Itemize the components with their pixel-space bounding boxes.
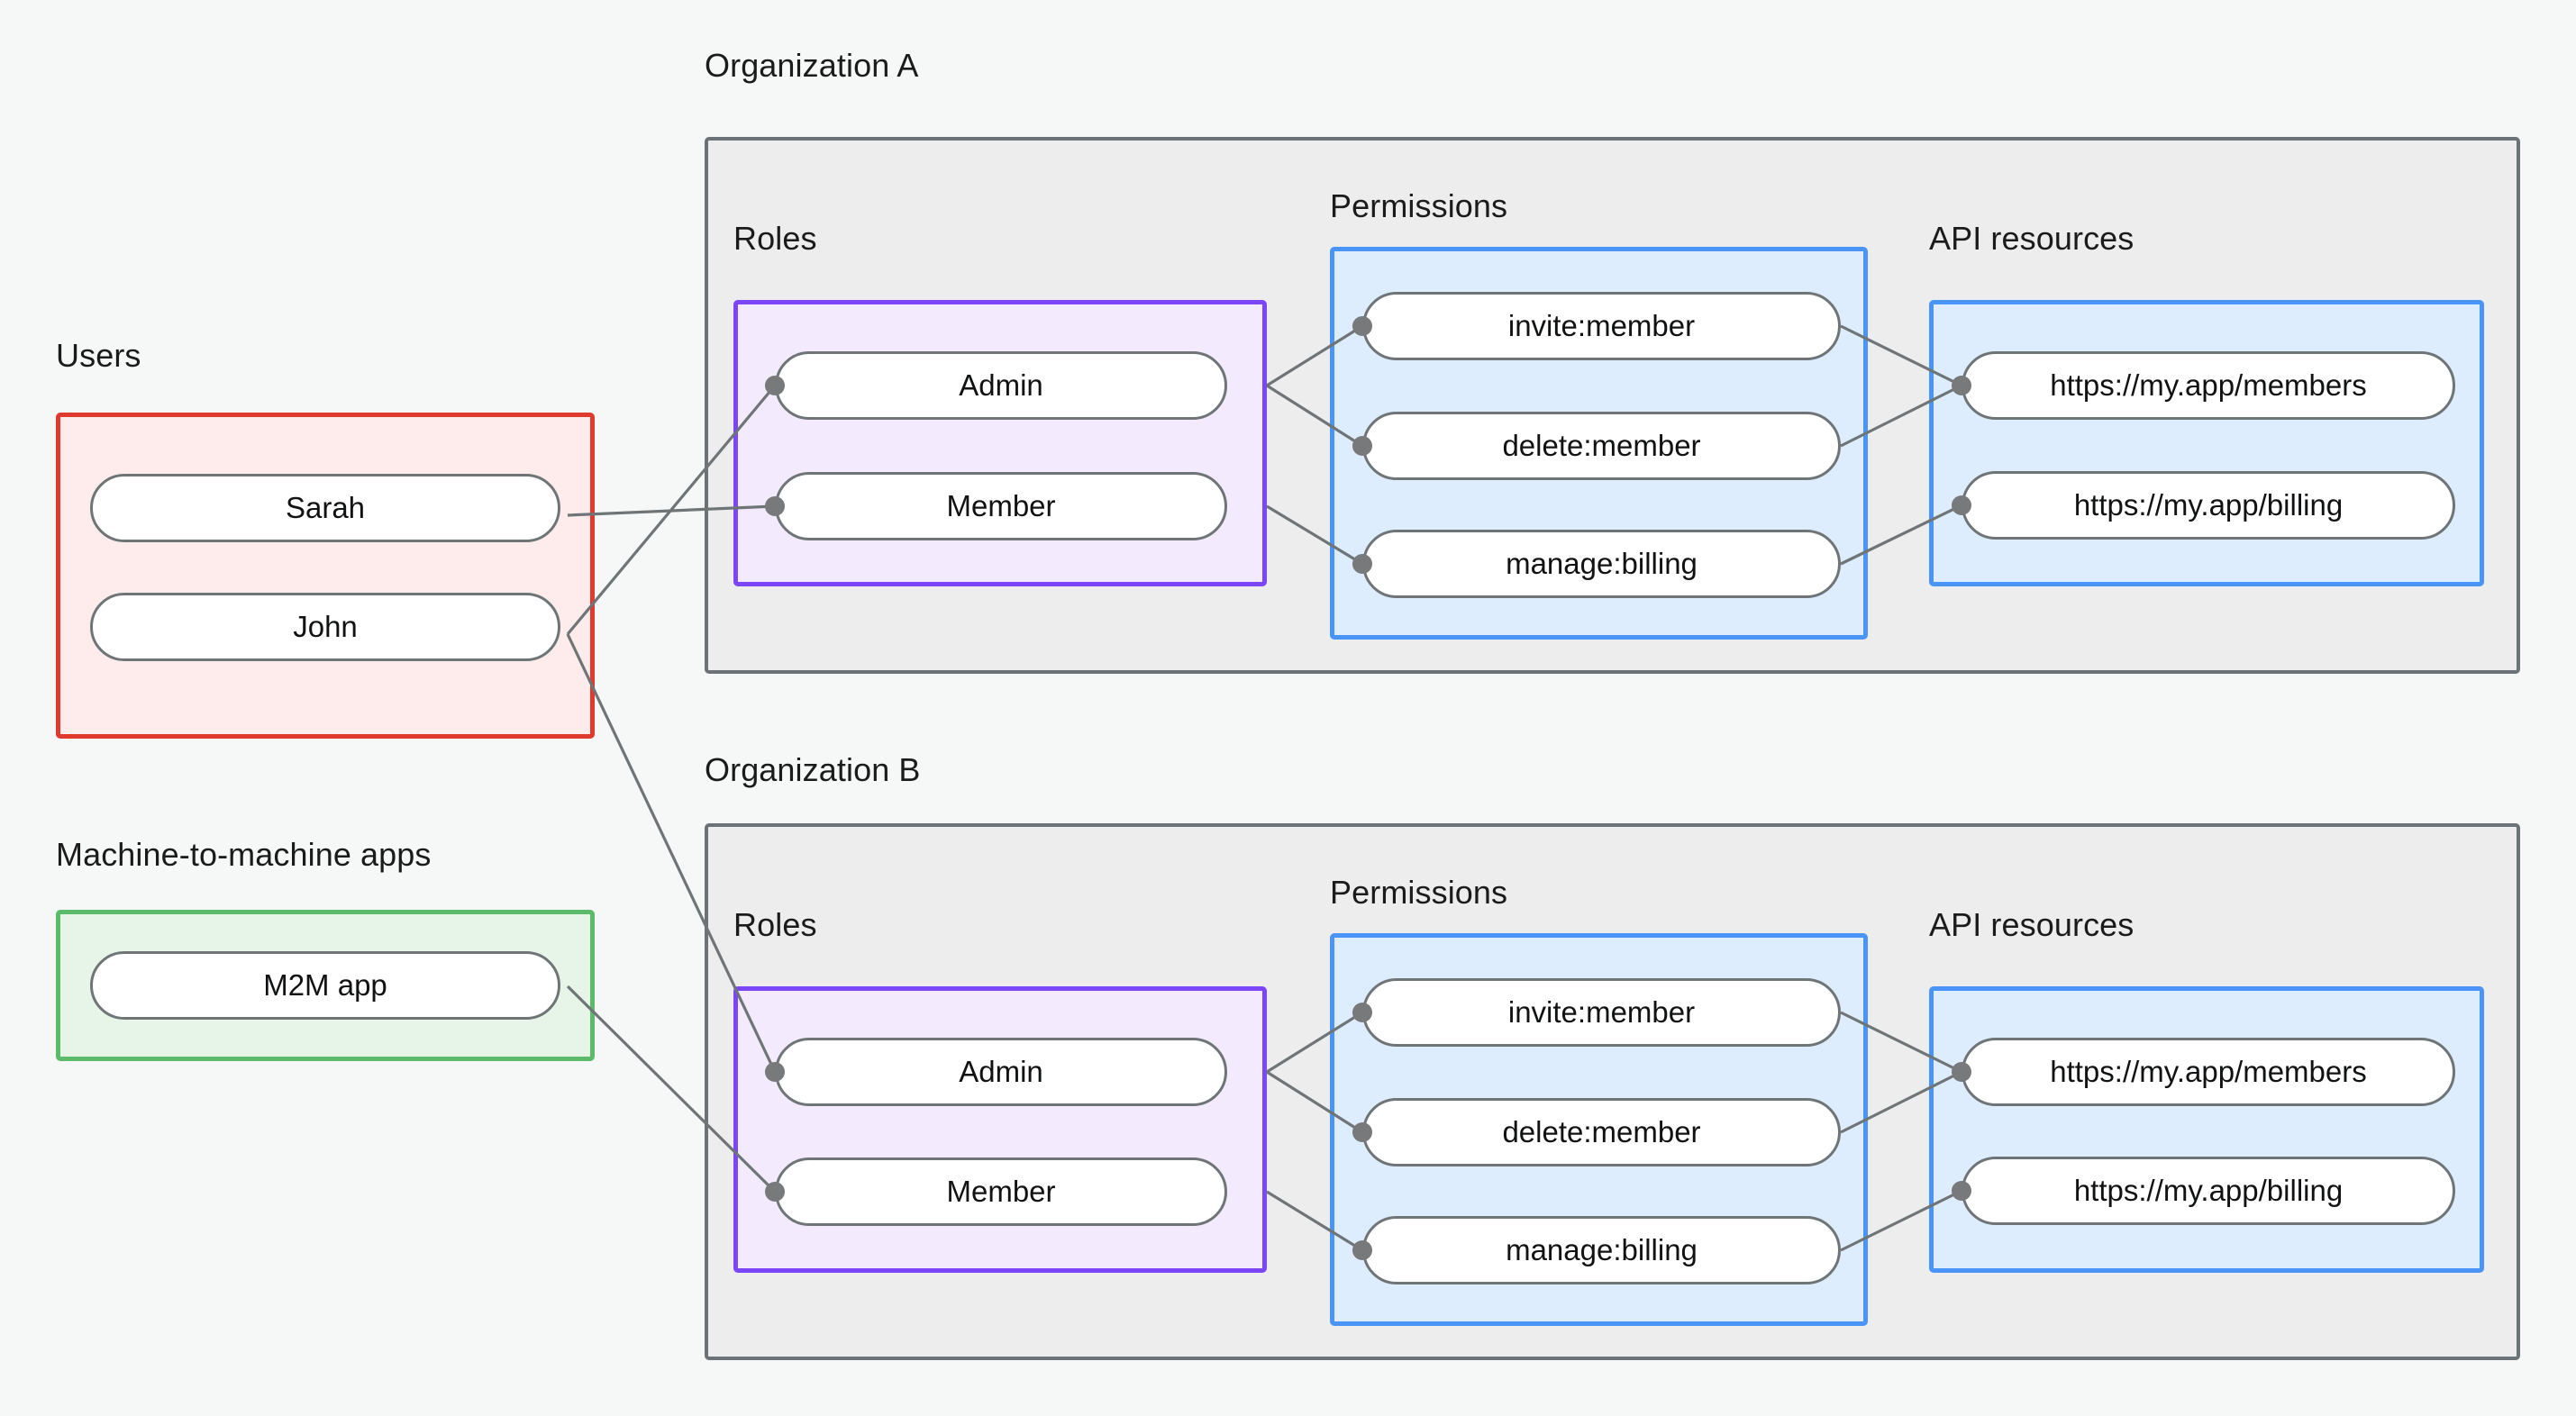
orgB-role-pill-admin[interactable]: Admin (775, 1038, 1227, 1106)
orgA-permission-pill-manage-billing[interactable]: manage:billing (1362, 530, 1841, 598)
orgB-roles-group (733, 986, 1267, 1273)
api-resource-pill-label: https://my.app/billing (2073, 488, 2344, 522)
permission-pill-label: invite:member (1507, 309, 1696, 342)
user-pill-label: Sarah (285, 491, 366, 524)
orgA-roles-label: Roles (733, 220, 817, 257)
api-resource-pill-label: https://my.app/billing (2073, 1174, 2344, 1207)
orgA-permission-pill-invite-member[interactable]: invite:member (1362, 292, 1841, 360)
orgB-api-resources-label: API resources (1929, 906, 2135, 943)
user-pill-label: John (293, 610, 358, 643)
permission-pill-label: manage:billing (1506, 547, 1698, 580)
orgA-permissions-label: Permissions (1330, 187, 1508, 224)
users-label: Users (56, 337, 141, 374)
orgA-role-pill-member[interactable]: Member (775, 472, 1227, 540)
permission-pill-label: manage:billing (1506, 1233, 1698, 1266)
organization-a-title: Organization A (705, 47, 919, 84)
orgA-api-resource-pill-billing[interactable]: https://my.app/billing (1962, 471, 2455, 540)
orgB-permission-pill-manage-billing[interactable]: manage:billing (1362, 1216, 1841, 1284)
user-pill-john[interactable]: John (90, 593, 560, 661)
permission-pill-label: delete:member (1502, 429, 1701, 462)
orgA-roles-group (733, 300, 1267, 586)
role-pill-label: Admin (959, 368, 1043, 402)
users-group (56, 413, 595, 739)
permission-pill-label: delete:member (1502, 1115, 1701, 1148)
orgB-api-resource-pill-members[interactable]: https://my.app/members (1962, 1038, 2455, 1106)
user-pill-sarah[interactable]: Sarah (90, 474, 560, 542)
role-pill-label: Member (946, 489, 1056, 522)
orgA-role-pill-admin[interactable]: Admin (775, 351, 1227, 420)
orgB-roles-label: Roles (733, 906, 817, 943)
orgA-api-resource-pill-members[interactable]: https://my.app/members (1962, 351, 2455, 420)
permission-pill-label: invite:member (1507, 995, 1696, 1029)
orgA-api-resources-label: API resources (1929, 220, 2135, 257)
orgB-permission-pill-delete-member[interactable]: delete:member (1362, 1098, 1841, 1166)
api-resource-pill-label: https://my.app/members (2050, 368, 2367, 402)
role-pill-label: Admin (959, 1055, 1043, 1088)
role-pill-label: Member (946, 1175, 1056, 1208)
orgB-api-resource-pill-billing[interactable]: https://my.app/billing (1962, 1157, 2455, 1225)
orgB-permissions-label: Permissions (1330, 874, 1508, 911)
organization-b-title: Organization B (705, 751, 921, 788)
m2m-app-pill[interactable]: M2M app (90, 951, 560, 1020)
orgB-role-pill-member[interactable]: Member (775, 1157, 1227, 1226)
orgB-api-resources-group (1929, 986, 2484, 1273)
orgB-permission-pill-invite-member[interactable]: invite:member (1362, 978, 1841, 1047)
api-resource-pill-label: https://my.app/members (2050, 1055, 2367, 1088)
orgA-permission-pill-delete-member[interactable]: delete:member (1362, 412, 1841, 480)
m2m-apps-label: Machine-to-machine apps (56, 836, 432, 873)
m2m-app-pill-label: M2M app (263, 968, 387, 1002)
orgA-api-resources-group (1929, 300, 2484, 586)
